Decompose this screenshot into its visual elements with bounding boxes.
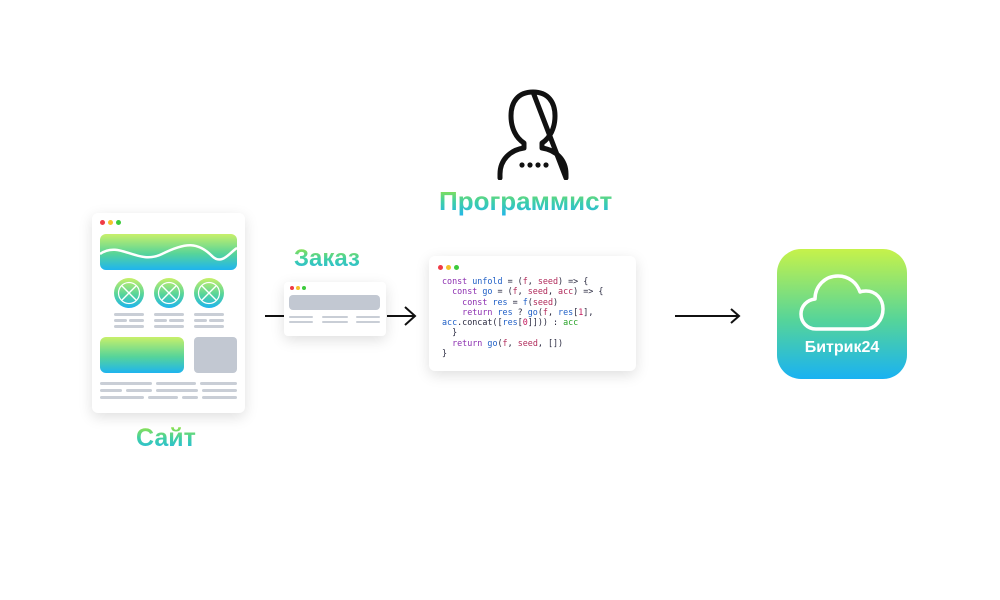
connector-line [265,315,285,317]
hero-banner [100,234,237,270]
bitrix24-app-icon: Битрик24 [777,249,907,379]
feature-icon [154,278,184,308]
bitrix24-label: Битрик24 [804,339,880,356]
order-label: Заказ [294,245,360,272]
content-block [100,337,184,373]
window-dots [100,220,121,225]
arrow-icon [387,306,417,326]
feature-icon [114,278,144,308]
cloud-icon [799,274,885,331]
feature-icon [194,278,224,308]
code-block: const unfold = (f, seed) => { const go =… [442,276,604,359]
arrow-icon [675,308,741,324]
person-outline-icon [497,89,569,180]
order-window-icon [284,282,386,336]
website-mockup [92,213,245,413]
code-window: const unfold = (f, seed) => { const go =… [429,256,636,371]
image-placeholder [194,337,237,373]
site-label: Сайт [136,424,196,452]
wave-icon [100,244,237,261]
programmer-label: Программист [439,186,613,216]
